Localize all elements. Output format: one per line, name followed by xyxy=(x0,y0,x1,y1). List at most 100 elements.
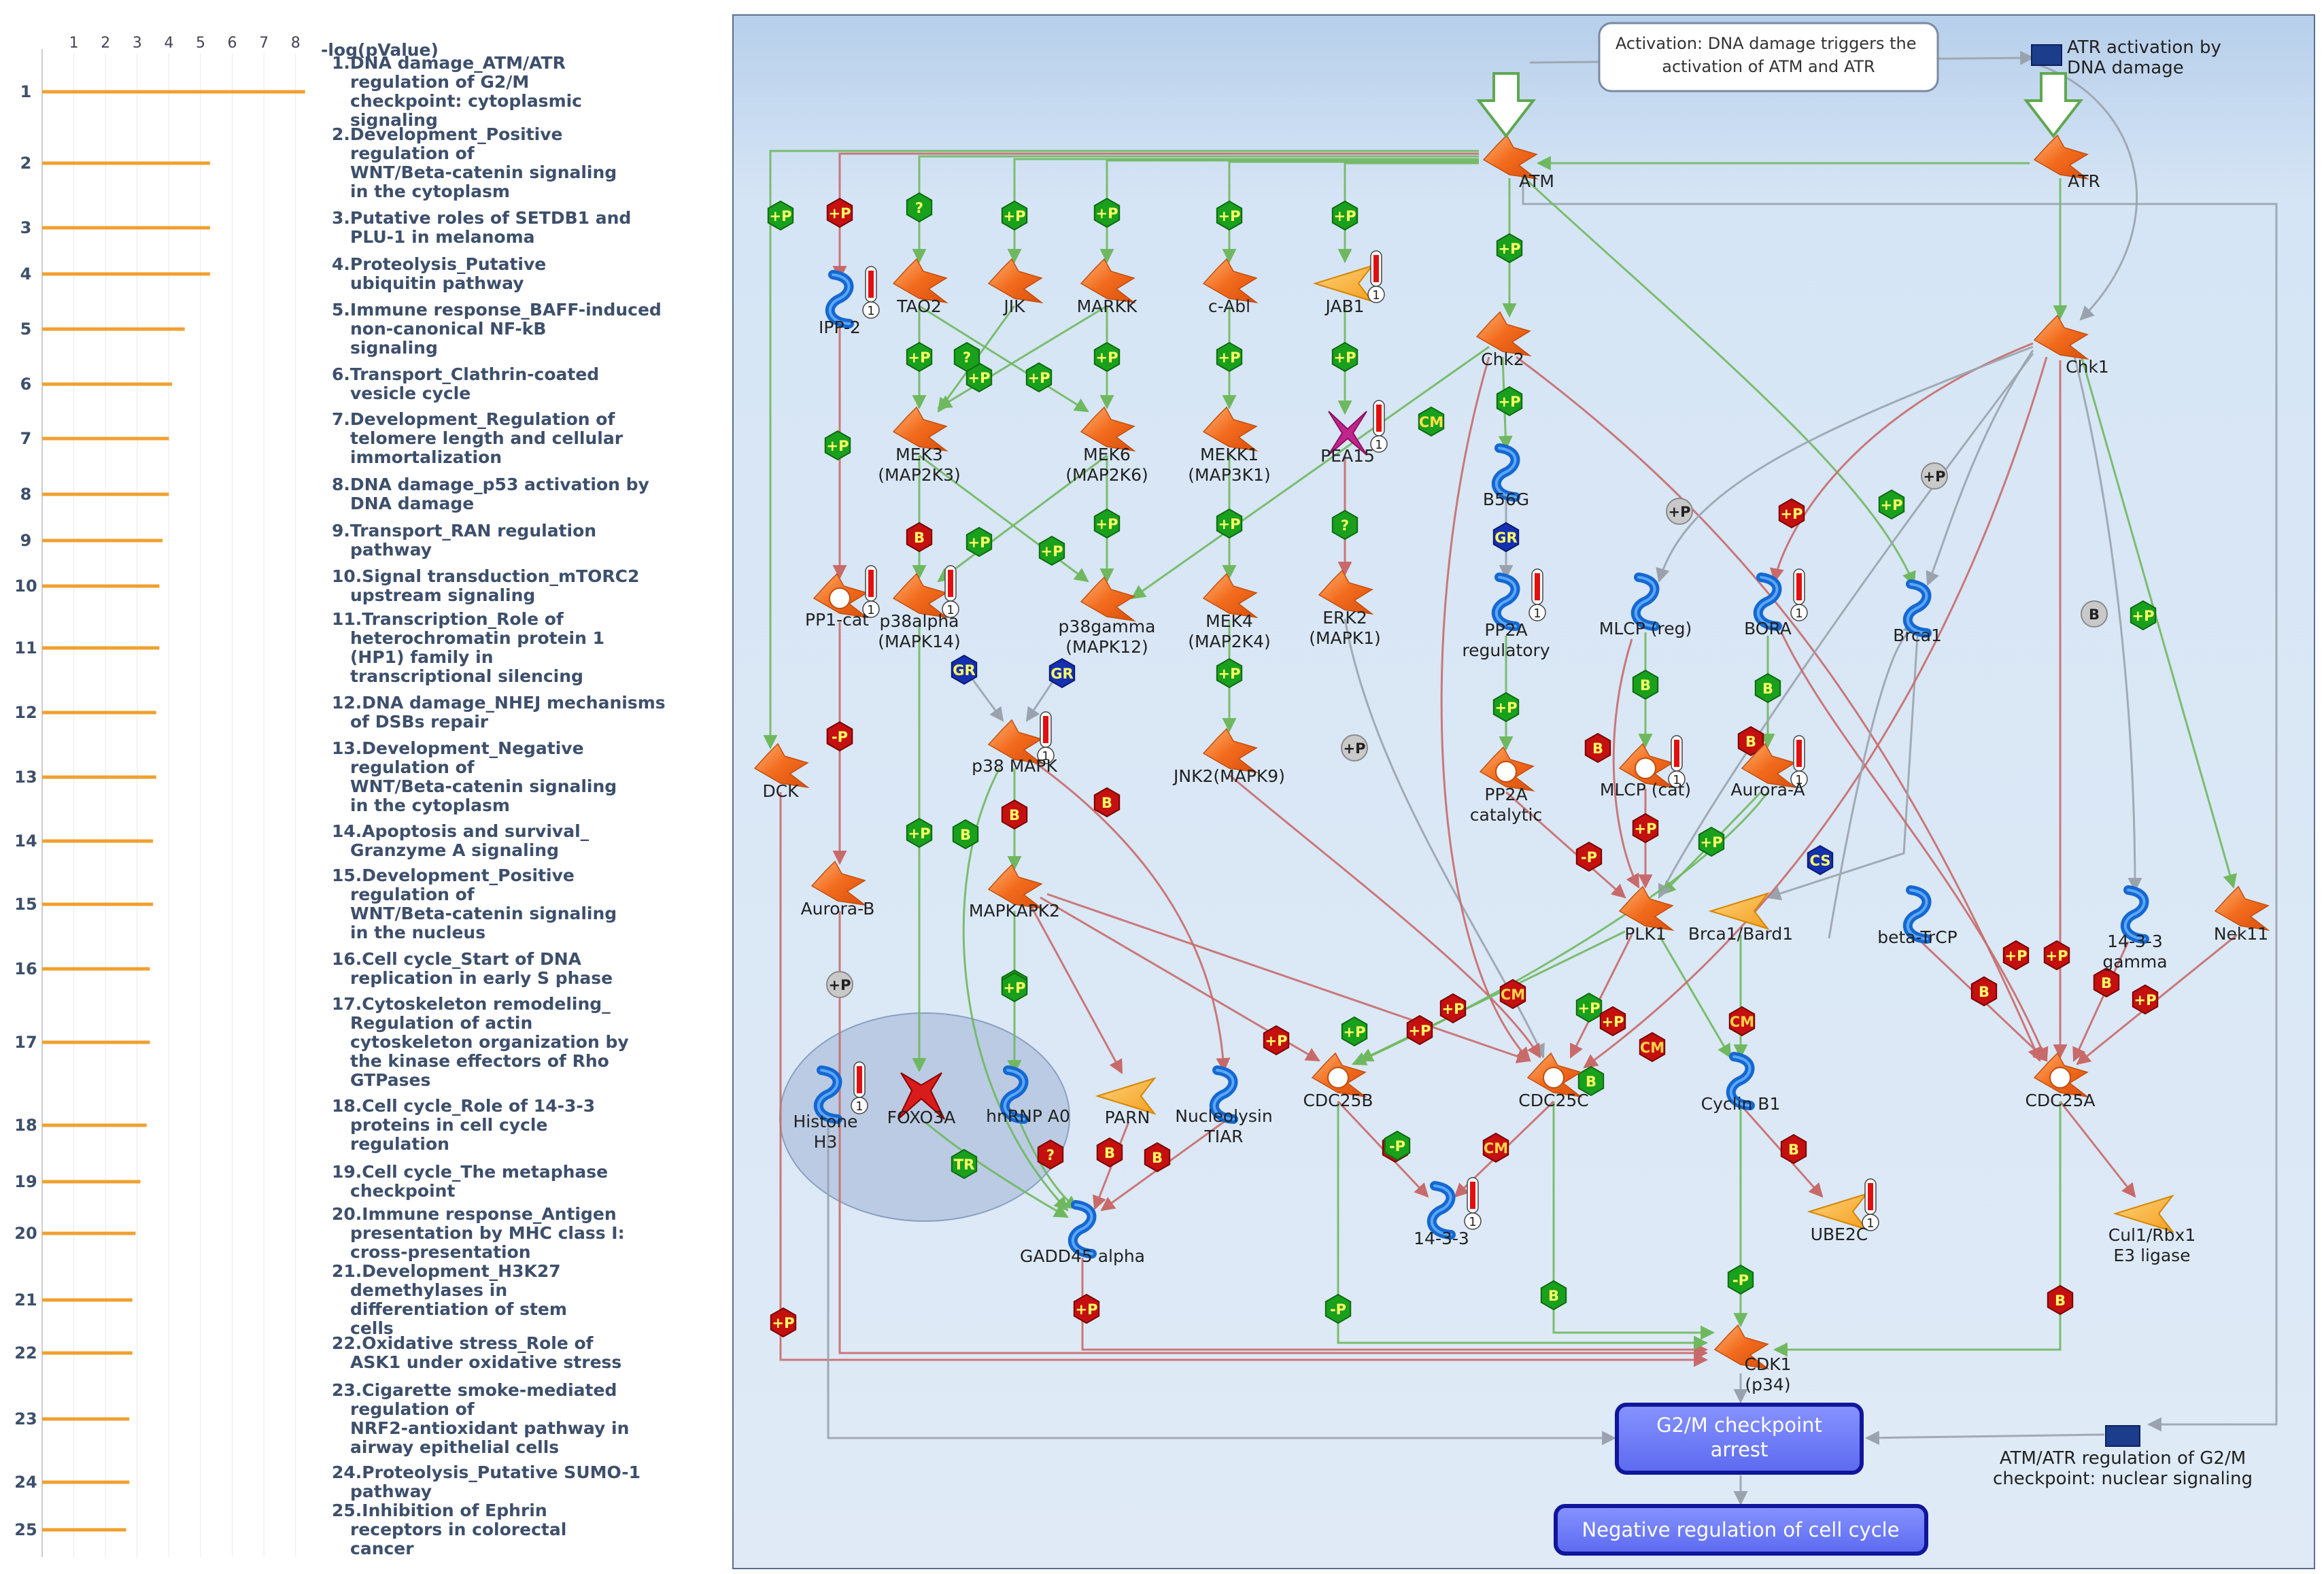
node-mek3[interactable]: MEK3(MAP2K3) xyxy=(878,406,961,485)
node-mek6[interactable]: MEK6(MAP2K6) xyxy=(1065,406,1148,485)
node-plk1[interactable]: PLK1 xyxy=(1618,885,1675,944)
node-label: p38gamma(MAPK12) xyxy=(1059,617,1156,657)
row-number: 5 xyxy=(20,320,32,339)
node-label: p38alpha(MAPK14) xyxy=(878,611,960,651)
interaction-badge: +P xyxy=(826,971,853,998)
node-cdc25b[interactable]: CDC25B xyxy=(1303,1052,1373,1110)
node-jik[interactable]: JIK xyxy=(987,258,1044,316)
node-atr[interactable]: ATR xyxy=(2033,134,2100,191)
node-markk[interactable]: MARKK xyxy=(1077,258,1138,316)
interaction-badge: GR xyxy=(1492,521,1520,553)
node-mapkapk2[interactable]: MAPKAPK2 xyxy=(969,863,1060,921)
node-cdc25c[interactable]: CDC25C xyxy=(1518,1052,1589,1110)
row-number: 8 xyxy=(20,485,32,504)
node-erk2[interactable]: ERK2(MAPK1) xyxy=(1309,569,1381,648)
node-cyclinb1[interactable]: Cyclin B1 xyxy=(1701,1052,1781,1114)
node-chk1[interactable]: Chk1 xyxy=(2033,314,2109,377)
node-gadd45[interactable]: GADD45 alpha xyxy=(1020,1200,1145,1266)
interaction-badge: -P xyxy=(826,721,853,752)
node-dck[interactable]: DCK xyxy=(753,742,810,801)
node-cabl[interactable]: c-Abl xyxy=(1202,258,1259,316)
thermometer-value: 1 xyxy=(1375,438,1382,452)
node-nek11[interactable]: Nek11 xyxy=(2214,885,2270,944)
node-p38gamma[interactable]: p38gamma(MAPK12) xyxy=(1059,576,1156,657)
x-tick-label: 5 xyxy=(196,35,205,52)
badge-label: +P xyxy=(1344,1024,1366,1040)
node-label: GADD45 alpha xyxy=(1020,1246,1145,1266)
node-aurorab[interactable]: Aurora-B xyxy=(801,860,875,919)
node-chk2[interactable]: Chk2 xyxy=(1475,311,1532,369)
negative-regulation-box[interactable]: Negative regulation of cell cycle xyxy=(1554,1504,1928,1556)
node-cdk1[interactable]: CDK1(p34) xyxy=(1713,1324,1792,1395)
node-cdc25a[interactable]: CDC25A xyxy=(2025,1052,2096,1110)
node-betatrcp[interactable]: beta-TrCP xyxy=(1877,885,1958,947)
node-hnrnpa0[interactable]: hnRNP A0 xyxy=(986,1065,1070,1126)
badge-label: +P xyxy=(1004,208,1026,224)
node-tao2[interactable]: TAO2 xyxy=(892,258,949,316)
node-brca1[interactable]: Brca1 xyxy=(1893,579,1942,645)
edge-plk1-cdc25c xyxy=(1569,934,1633,1059)
edge-aurb-cdk1 xyxy=(838,911,1709,1361)
node-brca1bard1[interactable]: Brca1/Bard1 xyxy=(1688,892,1793,944)
node-mekk1[interactable]: MEKK1(MAP3K1) xyxy=(1188,406,1271,485)
row-number: 2 xyxy=(20,154,32,173)
node-parn[interactable]: PARN xyxy=(1095,1077,1157,1127)
node-mlcpreg[interactable]: MLCP (reg) xyxy=(1599,572,1692,638)
node-jnk2[interactable]: JNK2(MAPK9) xyxy=(1172,728,1285,786)
node-mek4[interactable]: MEK4(MAP2K4) xyxy=(1188,572,1271,651)
node-foxo3a[interactable]: FOXO3A xyxy=(887,1072,956,1127)
badge-label: CM xyxy=(1484,1140,1508,1157)
node-atm[interactable]: ATM xyxy=(1482,134,1554,191)
badge-label: +P xyxy=(772,1315,795,1331)
edge-cdc25a-cul1 xyxy=(2059,1101,2136,1198)
node-p1433[interactable]: 114-3-3 xyxy=(1414,1177,1482,1248)
node-b56g[interactable]: B56G xyxy=(1483,443,1529,509)
badge-label: +P xyxy=(1218,349,1241,366)
